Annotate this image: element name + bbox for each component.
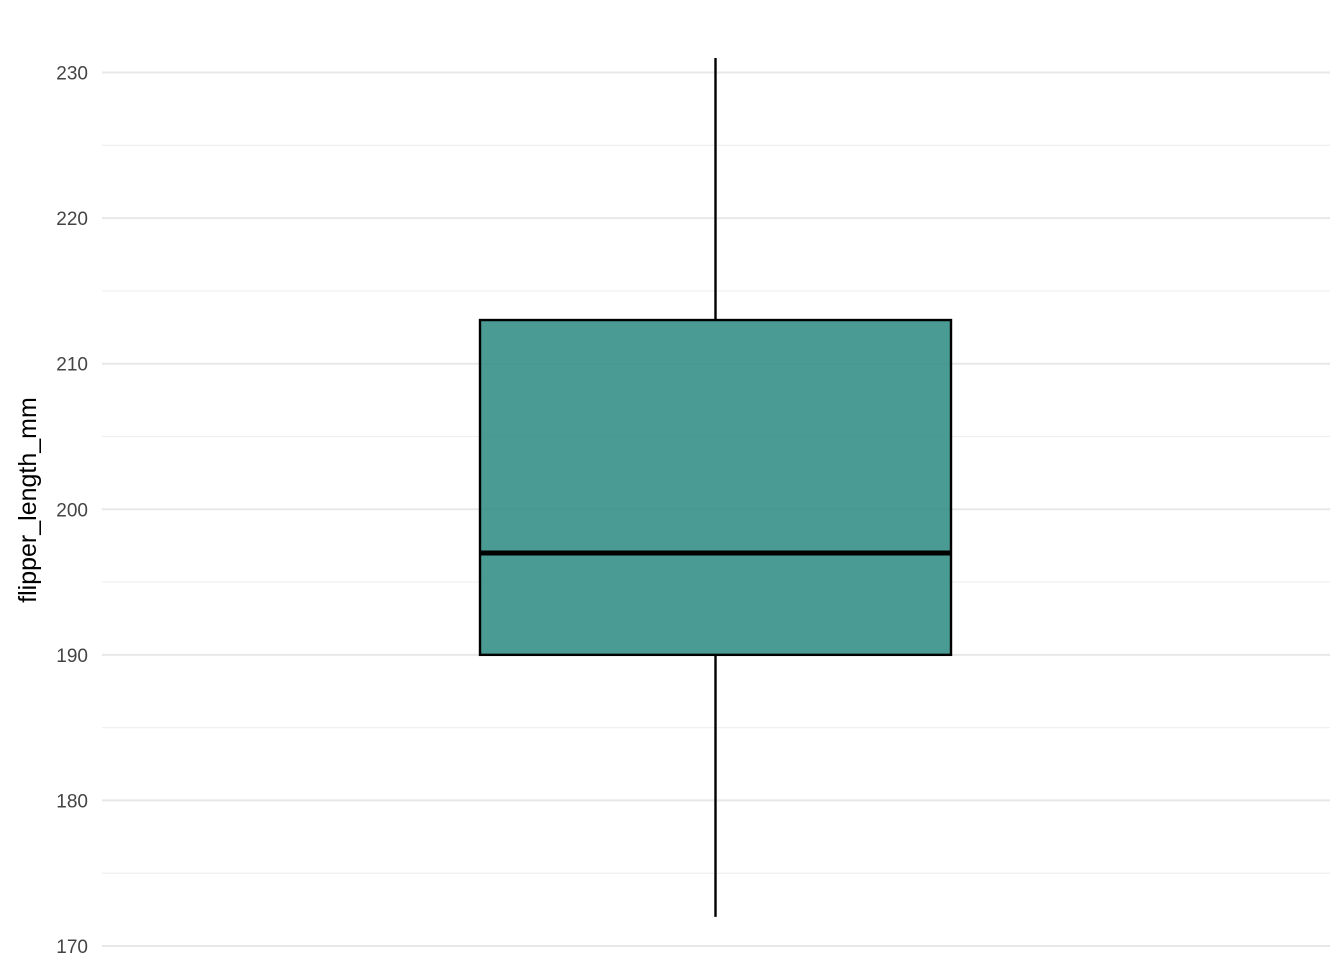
y-axis-ticks: 170 180 190 200 210 220 230	[56, 64, 88, 958]
y-tick-label: 190	[56, 646, 88, 667]
y-tick-label: 230	[56, 64, 88, 85]
boxplot-series	[478, 58, 953, 917]
y-tick-label: 170	[56, 937, 88, 958]
y-tick-label: 180	[56, 791, 88, 812]
y-tick-label: 200	[56, 500, 88, 521]
interquartile-box	[478, 318, 953, 657]
y-axis-title: flipper_length_mm	[14, 397, 42, 603]
y-tick-label: 210	[56, 355, 88, 376]
y-tick-label: 220	[56, 209, 88, 230]
